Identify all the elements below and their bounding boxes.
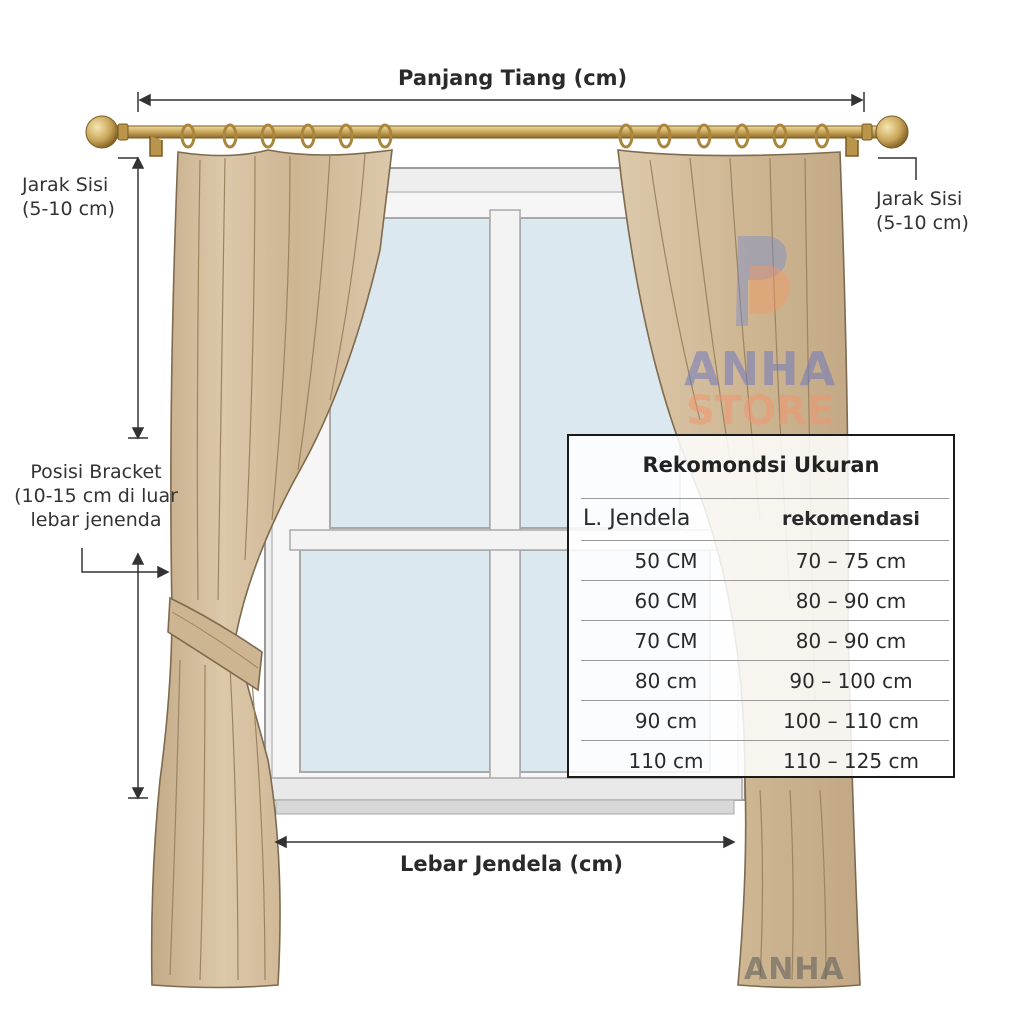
- recommendation-cell: 100 – 110 cm: [756, 701, 946, 741]
- left-bracket: [150, 136, 162, 156]
- window-width-cell: 50 CM: [581, 541, 751, 581]
- side-distance-right-line1: Jarak Sisi: [876, 187, 969, 211]
- table-header-row: L. Jendela rekomendasi: [581, 498, 949, 539]
- table-title: Rekomondsi Ukuran: [569, 453, 953, 477]
- rod-length-label: Panjang Tiang (cm): [398, 66, 627, 90]
- watermark-brand-bottom: STORE: [686, 388, 834, 434]
- table-row: 50 CM 70 – 75 cm: [581, 540, 949, 581]
- window-width-cell: 70 CM: [581, 621, 751, 661]
- bracket-position-line2: (10-15 cm di luar: [8, 484, 184, 508]
- table-row: 70 CM 80 – 90 cm: [581, 620, 949, 661]
- left-finial: [86, 116, 118, 148]
- table-row: 80 cm 90 – 100 cm: [581, 660, 949, 701]
- right-finial: [876, 116, 908, 148]
- right-bracket: [846, 136, 858, 156]
- recommendation-cell: 90 – 100 cm: [756, 661, 946, 701]
- table-row: 90 cm 100 – 110 cm: [581, 700, 949, 741]
- side-distance-left-label: Jarak Sisi (5-10 cm): [22, 173, 115, 221]
- bracket-position-label: Posisi Bracket (10-15 cm di luar lebar j…: [8, 460, 184, 532]
- table-row: 60 CM 80 – 90 cm: [581, 580, 949, 621]
- size-recommendation-table: Rekomondsi Ukuran L. Jendela rekomendasi…: [567, 434, 955, 778]
- bracket-position-line3: lebar jenenda: [8, 508, 184, 532]
- recommendation-cell: 70 – 75 cm: [756, 541, 946, 581]
- recommendation-cell: 110 – 125 cm: [756, 741, 946, 781]
- side-distance-left-line1: Jarak Sisi: [22, 173, 115, 197]
- window-width-label: Lebar Jendela (cm): [400, 852, 623, 876]
- side-distance-right-line2: (5-10 cm): [876, 211, 969, 235]
- brand-mark-icon: [728, 226, 798, 336]
- watermark-footer: ANHA: [744, 952, 845, 987]
- table-row: 110 cm 110 – 125 cm: [581, 740, 949, 781]
- window-width-cell: 110 cm: [581, 741, 751, 781]
- window-width-cell: 60 CM: [581, 581, 751, 621]
- recommendation-cell: 80 – 90 cm: [756, 581, 946, 621]
- recommendation-cell: 80 – 90 cm: [756, 621, 946, 661]
- side-distance-left-line2: (5-10 cm): [22, 197, 115, 221]
- column-header-recommendation: rekomendasi: [756, 499, 946, 539]
- window-width-cell: 80 cm: [581, 661, 751, 701]
- column-header-window-width: L. Jendela: [581, 499, 753, 539]
- window-width-cell: 90 cm: [581, 701, 751, 741]
- bracket-position-line1: Posisi Bracket: [8, 460, 184, 484]
- side-distance-right-label: Jarak Sisi (5-10 cm): [876, 187, 969, 235]
